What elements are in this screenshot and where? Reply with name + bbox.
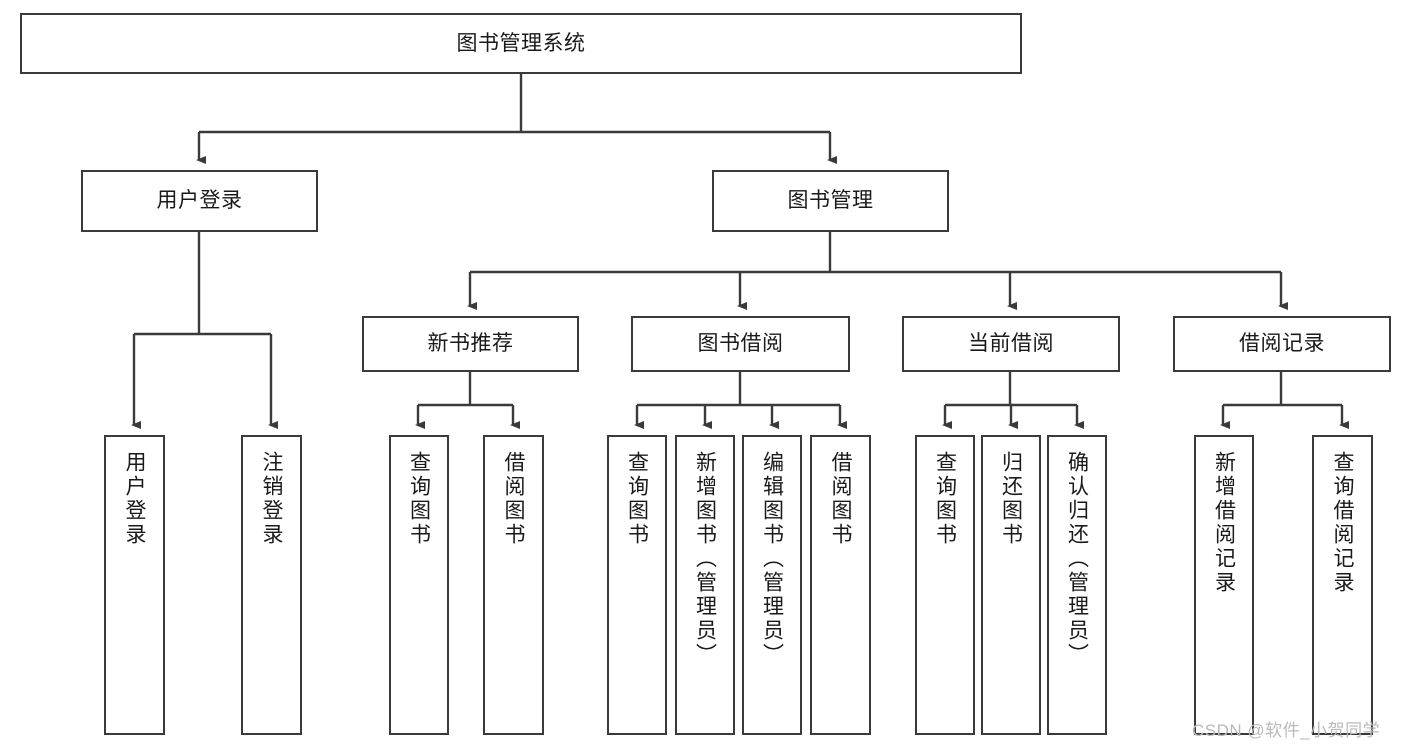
node-label: 注销登录 (260, 451, 283, 547)
node-label: 用户登录 (123, 451, 146, 547)
node-label: 查询借阅记录 (1331, 451, 1354, 595)
node-label: 编辑图书（管理员） (760, 451, 784, 667)
node-root-system[interactable]: 图书管理系统 (20, 13, 1022, 74)
leaf-confirm-return-admin[interactable]: 确认归还（管理员） (1047, 435, 1107, 735)
node-book-borrowing[interactable]: 图书借阅 (631, 316, 850, 372)
node-book-management[interactable]: 图书管理 (712, 170, 949, 232)
leaf-borrow-book-recommendation[interactable]: 借阅图书 (483, 435, 544, 735)
node-new-book-recommendation[interactable]: 新书推荐 (362, 316, 579, 372)
leaf-user-login[interactable]: 用户登录 (104, 435, 165, 735)
node-label: 查询图书 (933, 451, 957, 547)
node-label: 用户登录 (156, 189, 243, 213)
leaf-query-book-current[interactable]: 查询图书 (915, 435, 975, 735)
leaf-add-book-admin[interactable]: 新增图书（管理员） (675, 435, 735, 735)
leaf-return-book[interactable]: 归还图书 (981, 435, 1041, 735)
csdn-watermark: CSDN @软件_小贺同学 (1192, 721, 1381, 740)
leaf-logout[interactable]: 注销登录 (241, 435, 302, 735)
leaf-query-borrow-record[interactable]: 查询借阅记录 (1312, 435, 1373, 735)
node-label: 查询图书 (625, 451, 649, 547)
node-user-login[interactable]: 用户登录 (81, 170, 318, 232)
node-borrowing-record[interactable]: 借阅记录 (1173, 316, 1391, 372)
node-label: 借阅图书 (502, 451, 525, 547)
node-label: 归还图书 (999, 451, 1023, 547)
node-label: 借阅记录 (1239, 332, 1325, 356)
leaf-borrow-book[interactable]: 借阅图书 (810, 435, 871, 735)
node-label: 图书管理系统 (456, 31, 586, 55)
node-label: 新书推荐 (427, 332, 514, 356)
node-label: 新增借阅记录 (1212, 451, 1236, 595)
node-label: 查询图书 (407, 451, 431, 547)
leaf-query-book-borrowing[interactable]: 查询图书 (607, 435, 667, 735)
leaf-query-book-recommendation[interactable]: 查询图书 (389, 435, 449, 735)
node-label: 当前借阅 (968, 332, 1054, 356)
node-label: 确认归还（管理员） (1065, 451, 1089, 667)
node-current-borrowing[interactable]: 当前借阅 (902, 316, 1120, 372)
leaf-add-borrow-record[interactable]: 新增借阅记录 (1194, 435, 1254, 735)
leaf-edit-book-admin[interactable]: 编辑图书（管理员） (742, 435, 802, 735)
node-label: 新增图书（管理员） (693, 451, 717, 667)
node-label: 借阅图书 (829, 451, 852, 547)
node-label: 图书管理 (787, 189, 874, 213)
node-label: 图书借阅 (697, 332, 784, 356)
